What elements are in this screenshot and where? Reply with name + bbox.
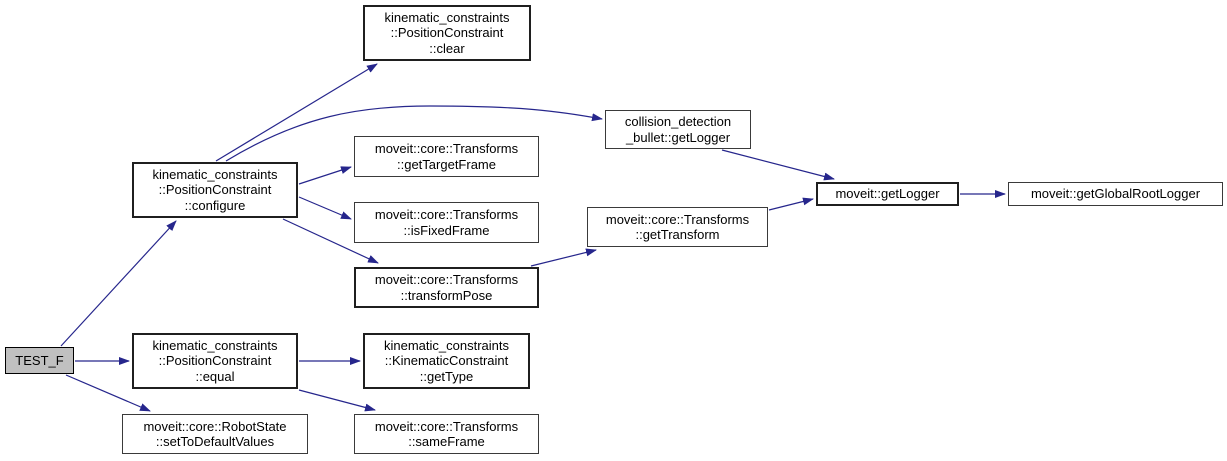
node-robotstate-settodefaultvalues[interactable]: moveit::core::RobotState ::setToDefaultV…: [122, 414, 308, 454]
node-collision-detection-bullet-getlogger[interactable]: collision_detection _bullet::getLogger: [605, 110, 751, 149]
node-test-f: TEST_F: [5, 347, 74, 374]
node-positionconstraint-clear[interactable]: kinematic_constraints ::PositionConstrai…: [363, 5, 531, 61]
node-label: moveit::core::Transforms: [374, 207, 519, 222]
edge-configure-collisiongetlogger: [225, 105, 603, 162]
node-label: collision_detection: [624, 114, 732, 129]
edge-configure-isfixedframe: [298, 196, 352, 220]
node-kinematicconstraint-gettype[interactable]: kinematic_constraints ::KinematicConstra…: [363, 333, 530, 389]
node-label: ::equal: [195, 368, 235, 384]
node-label: ::setToDefaultValues: [155, 434, 275, 449]
node-label: ::getTransform: [635, 227, 720, 242]
node-label: kinematic_constraints: [384, 9, 510, 25]
node-label: ::getType: [419, 368, 474, 384]
node-moveit-getglobalrootlogger[interactable]: moveit::getGlobalRootLogger: [1008, 182, 1223, 206]
node-label: moveit::getGlobalRootLogger: [1030, 186, 1201, 202]
edge-configure-transformpose: [282, 218, 379, 264]
edge-testf-configure: [60, 220, 177, 347]
node-label: TEST_F: [15, 352, 64, 368]
node-transforms-gettargetframe[interactable]: moveit::core::Transforms ::getTargetFram…: [354, 136, 539, 177]
node-label: kinematic_constraints: [384, 337, 509, 353]
node-moveit-getlogger[interactable]: moveit::getLogger: [816, 182, 959, 206]
node-label: ::sameFrame: [408, 434, 485, 449]
node-label: moveit::core::Transforms: [374, 272, 519, 287]
edge-configure-gettargetframe: [298, 166, 352, 185]
node-label: ::transformPose: [400, 287, 493, 303]
edge-collisiongetlogger-moveitgetlogger: [721, 149, 835, 181]
edge-testf-settodefaultvalues: [65, 374, 151, 412]
node-label: ::PositionConstraint: [158, 182, 272, 198]
node-label: moveit::core::Transforms: [374, 418, 519, 434]
node-label: moveit::core::RobotState: [143, 418, 287, 434]
node-label: ::KinematicConstraint: [384, 353, 509, 369]
node-label: _bullet::getLogger: [625, 129, 731, 145]
node-positionconstraint-configure[interactable]: kinematic_constraints ::PositionConstrai…: [132, 162, 298, 218]
edge-gettransform-moveitgetlogger: [768, 197, 814, 211]
node-label: moveit::getLogger: [835, 186, 940, 202]
node-transforms-isfixedframe[interactable]: moveit::core::Transforms ::isFixedFrame: [354, 202, 539, 243]
node-positionconstraint-equal[interactable]: kinematic_constraints ::PositionConstrai…: [132, 333, 298, 389]
node-label: moveit::core::Transforms: [605, 211, 750, 227]
edge-configure-clear: [215, 63, 378, 162]
node-label: moveit::core::Transforms: [374, 141, 519, 156]
node-label: kinematic_constraints: [152, 337, 278, 353]
edge-transformpose-gettransform: [530, 248, 597, 267]
node-label: ::PositionConstraint: [158, 353, 272, 369]
node-transforms-sameframe[interactable]: moveit::core::Transforms ::sameFrame: [354, 414, 539, 454]
node-label: ::getTargetFrame: [397, 156, 496, 172]
node-label: ::isFixedFrame: [403, 222, 490, 238]
node-label: ::PositionConstraint: [390, 25, 504, 41]
node-label: ::clear: [429, 40, 465, 56]
edge-equal-sameframe: [298, 389, 376, 412]
node-label: kinematic_constraints: [152, 166, 278, 182]
node-transforms-gettransform[interactable]: moveit::core::Transforms ::getTransform: [587, 207, 768, 247]
node-label: ::configure: [184, 197, 246, 213]
node-transforms-transformpose[interactable]: moveit::core::Transforms ::transformPose: [354, 267, 539, 308]
